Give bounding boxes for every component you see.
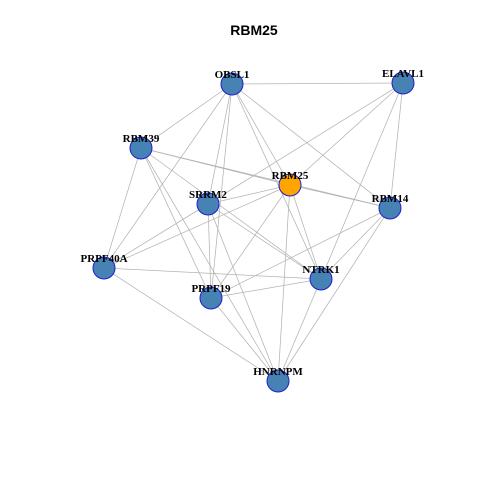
node-label-hnrnpm: HNRNPM (253, 366, 303, 378)
edge-obsl1-rbm39 (140, 83, 233, 149)
node-label-elavl1: ELAVL1 (382, 68, 424, 80)
edge-rbm14-hnrnpm (277, 207, 391, 382)
node-rbm14 (378, 196, 402, 220)
edge-obsl1-prpf19 (210, 83, 233, 299)
edge-layer (103, 82, 404, 382)
edge-obsl1-srrm2 (207, 83, 233, 205)
edge-obsl1-prpf40a (103, 83, 233, 269)
edge-elavl1-ntrk1 (320, 82, 404, 280)
edge-srrm2-ntrk1 (207, 203, 322, 280)
edge-prpf40a-hnrnpm (103, 267, 279, 382)
node-prpf40a (92, 256, 116, 280)
node-label-rbm25: RBM25 (272, 170, 309, 182)
edge-rbm25-srrm2 (207, 184, 291, 205)
diagram-title: RBM25 (230, 22, 278, 38)
edge-rbm14-prpf19 (210, 207, 391, 299)
edge-rbm25-prpf40a (103, 184, 291, 269)
node-srrm2 (196, 192, 220, 216)
edge-prpf40a-ntrk1 (103, 267, 322, 280)
node-obsl1 (220, 72, 244, 96)
node-rbm39 (129, 136, 153, 160)
node-label-prpf40a: PRPF40A (80, 253, 127, 265)
node-rbm25 (278, 173, 302, 197)
edge-obsl1-rbm25 (231, 83, 291, 186)
edge-rbm25-ntrk1 (289, 184, 322, 280)
node-label-rbm14: RBM14 (372, 193, 409, 205)
edge-prpf19-ntrk1 (210, 278, 322, 299)
node-layer (92, 71, 415, 393)
edge-obsl1-rbm14 (231, 83, 391, 209)
edge-rbm39-hnrnpm (140, 147, 279, 382)
node-ntrk1 (309, 267, 333, 291)
node-hnrnpm (266, 369, 290, 393)
edge-rbm25-prpf19 (210, 184, 291, 299)
node-label-ntrk1: NTRK1 (302, 264, 339, 276)
edge-rbm39-prpf40a (103, 147, 142, 269)
node-prpf19 (199, 286, 223, 310)
node-label-obsl1: OBSL1 (215, 69, 250, 81)
edge-ntrk1-hnrnpm (277, 278, 322, 382)
node-label-prpf19: PRPF19 (191, 283, 231, 295)
edge-prpf19-hnrnpm (210, 297, 279, 382)
edge-rbm25-hnrnpm (277, 184, 291, 382)
edge-obsl1-elavl1 (231, 82, 404, 85)
edge-rbm39-rbm14 (140, 147, 391, 209)
edge-srrm2-prpf40a (103, 203, 209, 269)
edge-rbm39-ntrk1 (140, 147, 322, 280)
edge-rbm14-ntrk1 (320, 207, 391, 280)
edge-rbm25-rbm14 (289, 184, 391, 209)
node-label-srrm2: SRRM2 (189, 189, 227, 201)
edge-elavl1-rbm14 (389, 82, 404, 209)
node-label-rbm39: RBM39 (123, 133, 160, 145)
edge-elavl1-srrm2 (207, 82, 404, 205)
edge-elavl1-rbm25 (289, 82, 404, 186)
edge-srrm2-prpf19 (207, 203, 212, 299)
node-elavl1 (391, 71, 415, 95)
